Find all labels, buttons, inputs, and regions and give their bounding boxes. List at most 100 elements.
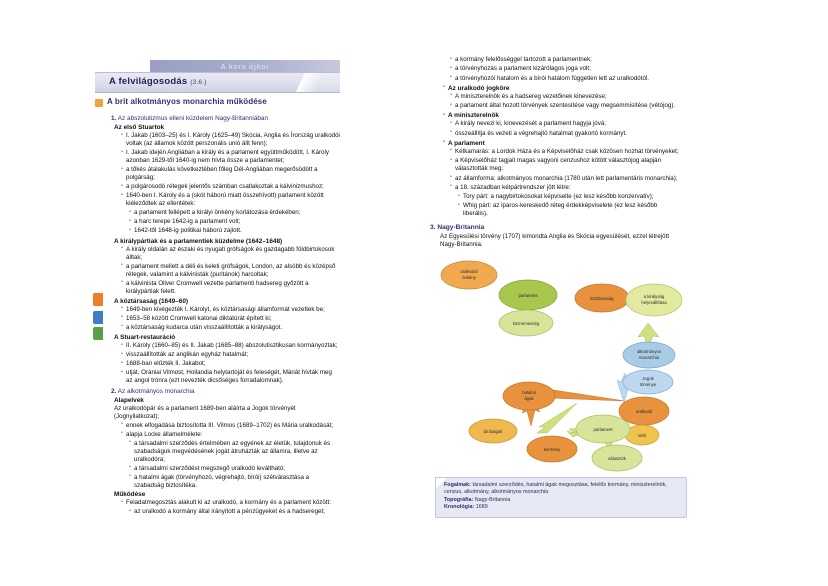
node-label: köznemesség	[513, 321, 540, 326]
subsection-3-number: 3.	[430, 224, 436, 232]
diagram-node-birosagok: bíróságok	[468, 418, 518, 444]
node-label: uralkodó	[636, 409, 653, 414]
subsection-1-number: 1.	[111, 115, 117, 123]
list-item: a harc terepe 1642-ig a parlament volt;	[129, 218, 340, 226]
node-label: monarchia	[639, 355, 660, 360]
left-body-column: 1. Az abszolutizmus elleni küzdelem Nagy…	[103, 112, 340, 516]
node-label: köztársaság	[590, 296, 614, 301]
node-label: ágak	[524, 396, 534, 401]
lesson-title-bar: A felvilágosodás (3.6.)	[95, 72, 340, 93]
summary-row-topografia: Topográfia: Nagy-Britannia	[444, 497, 680, 504]
diagram-connectors-top	[450, 270, 660, 388]
right-page: a kormány felelősséggel tartozott a parl…	[430, 55, 687, 525]
heading-uralkodo-jogkore: Az uralkodó jogköre	[443, 84, 680, 92]
section-heading: A brit alkotmányos monarchia működése	[107, 97, 267, 106]
diagram-node-parlament-bottom: parlament	[575, 414, 631, 444]
list-item: a tőkés átalakulás következtében főleg D…	[121, 166, 340, 182]
diagram-node-koztarsasag: köztársaság	[574, 283, 630, 313]
list-item: a törvényhozás a parlament kizárólagos j…	[450, 65, 680, 73]
list-item: A miniszterelnök és a hadsereg vezetőine…	[450, 92, 680, 101]
list-item: 1649-ben kivégezték I. Károlyt, és köztá…	[121, 305, 340, 314]
node-label: Jogok	[642, 376, 654, 381]
summary-row-kronologia: Kronológia: 1689	[444, 504, 680, 511]
list-item: Tory párt: a nagybirtokosokat képviselte…	[458, 192, 680, 201]
heading-parlament: A parlament	[443, 139, 680, 147]
paragraph-alapelvek-intro: Az uralkodópár és a parlament 1689-ben a…	[114, 404, 296, 420]
list-item: az államforma: alkotmányos monarchia (17…	[450, 174, 680, 183]
margin-tab-blue	[93, 311, 103, 324]
list-item: A király nevezi ki, kinevezését a parlam…	[450, 120, 680, 128]
margin-tab-orange	[93, 293, 103, 306]
subsection-3-label: Nagy-Britannia	[437, 224, 485, 232]
summary-value-kronologia: 1689	[475, 504, 488, 511]
node-label: önkény	[462, 275, 477, 280]
title-swoosh-decoration	[285, 73, 340, 92]
node-label: helyreállítása	[641, 300, 667, 305]
chapter-banner: A kora újkor	[150, 60, 340, 73]
page-title-main: A felvilágosodás	[109, 76, 188, 87]
subsection-1: 1. Az abszolutizmus elleni küzdelem Nagy…	[111, 115, 340, 122]
page-title-ref: (3.6.)	[190, 79, 207, 86]
list-item: a polgárosodó rétegek jelentős számban c…	[121, 183, 340, 191]
node-label: hatalmi	[522, 390, 536, 395]
summary-label-fogalmak: Fogalmak:	[444, 482, 471, 488]
diagram-node-kormany: kormány	[526, 435, 578, 463]
diagram-node-hatalmi-agak: hatalmi ágak	[502, 381, 556, 411]
list-item: a parlament mellett a déli és keleti gró…	[121, 262, 340, 279]
list-item: a köztársaság kudarca után visszaállítot…	[121, 323, 340, 332]
summary-label-topografia: Topográfia:	[444, 496, 474, 503]
list-item: a hatalmi ágak (törvényhozó, végrehajtó,…	[129, 473, 340, 490]
diagram-node-uralkodoi-onkeny: uralkodói önkény	[440, 260, 498, 290]
list-item: Whig párt: az iparos-kereskedő réteg érd…	[458, 202, 680, 218]
chapter-banner-label: A kora újkor	[220, 62, 270, 71]
right-body-column: a kormány felelősséggel tartozott a parl…	[430, 55, 687, 518]
list-item: utját, Orániai Vilmost, Hollandia helyta…	[121, 369, 340, 385]
list-item: Kétkamarás: a Lordok Háza és a Képviselő…	[450, 147, 680, 156]
section-marker-icon	[95, 99, 103, 107]
node-label: választók	[608, 456, 627, 461]
list-item: 1653–58 között Cromwell katonai diktatúr…	[121, 314, 340, 323]
node-label: uralkodói	[460, 269, 477, 274]
summary-box: Fogalmak: társadalmi szerződés, hatalmi …	[435, 477, 687, 518]
node-label: parlament	[593, 427, 613, 432]
diagram-node-jogok-torvenye: Jogok törvénye	[622, 369, 674, 395]
list-item: A király oldalán az északi és nyugati gr…	[121, 245, 340, 262]
heading-stuartok: Az első Stuartok	[114, 124, 165, 132]
node-label: vétó	[638, 433, 647, 438]
node-label: törvénye	[640, 382, 657, 387]
page-title: A felvilágosodás (3.6.)	[109, 76, 207, 87]
left-page: A kora újkor A felvilágosodás (3.6.) A b…	[93, 55, 340, 525]
summary-value-topografia: Nagy-Britannia	[474, 496, 511, 503]
list-item: a parlament által hozott törvények szent…	[450, 102, 680, 110]
list-item: a 18. században kétpártrendszer jött lét…	[450, 183, 680, 192]
diagram-node-uralkodo: uralkodó	[618, 396, 670, 426]
node-label: bíróságok	[484, 429, 504, 434]
node-label: alkotmányos	[637, 349, 661, 354]
list-item: a társadalmi szerződést megszegő uralkod…	[129, 464, 340, 473]
list-item: 1642-től 1648-ig politikai háború zajlot…	[129, 227, 340, 235]
diagram-node-parlament-top: parlament	[498, 279, 558, 311]
summary-value-fogalmak: társadalmi szerződés, hatalmi ágak megos…	[444, 482, 667, 496]
list-item: a kormány felelősséggel tartozott a parl…	[450, 56, 680, 64]
node-label: kormány	[544, 447, 561, 452]
summary-corner-fold	[435, 477, 447, 489]
list-item: a társadalmi szerződés értelmében az egy…	[129, 439, 340, 464]
list-item: a Képviselőház tagjait magas vagyoni cen…	[450, 157, 680, 173]
heading-kiralypartiak: A királypártiak és a parlamentiek küzdel…	[114, 237, 283, 245]
list-item: 1688-ban elűzték II. Jakabot;	[121, 360, 340, 368]
summary-row-fogalmak: Fogalmak: társadalmi szerződés, hatalmi …	[444, 482, 680, 497]
subsection-1-label: Az abszolutizmus elleni küzdelem Nagy-Br…	[117, 115, 269, 123]
list-item: I. Jakab (1603–25) és I. Károly (1625–49…	[121, 132, 340, 148]
constitutional-monarchy-diagram: uralkodói önkény parlament köznemesség k…	[427, 251, 683, 473]
list-item: összeállítja és vezeti a végrehajtó hata…	[450, 129, 680, 138]
paragraph-nagy-britannia: Az Egyesülési törvény (1707) kimondta An…	[440, 232, 670, 248]
diagram-node-koznemesseg: köznemesség	[498, 309, 554, 337]
heading-koztarsasag: A köztársaság (1649–60)	[114, 297, 189, 305]
diagram-node-kiralysag-helyreallitasa: a királyság helyreállítása	[625, 283, 683, 317]
list-item: II. Károly (1660–85) és II. Jakab (1685–…	[121, 342, 340, 350]
subsection-3: 3. Nagy-Britannia	[430, 224, 680, 231]
margin-tab-green	[93, 327, 103, 340]
subsection-2-number: 2.	[111, 388, 117, 396]
list-item: alapja Locke államelmélete:	[121, 430, 340, 439]
